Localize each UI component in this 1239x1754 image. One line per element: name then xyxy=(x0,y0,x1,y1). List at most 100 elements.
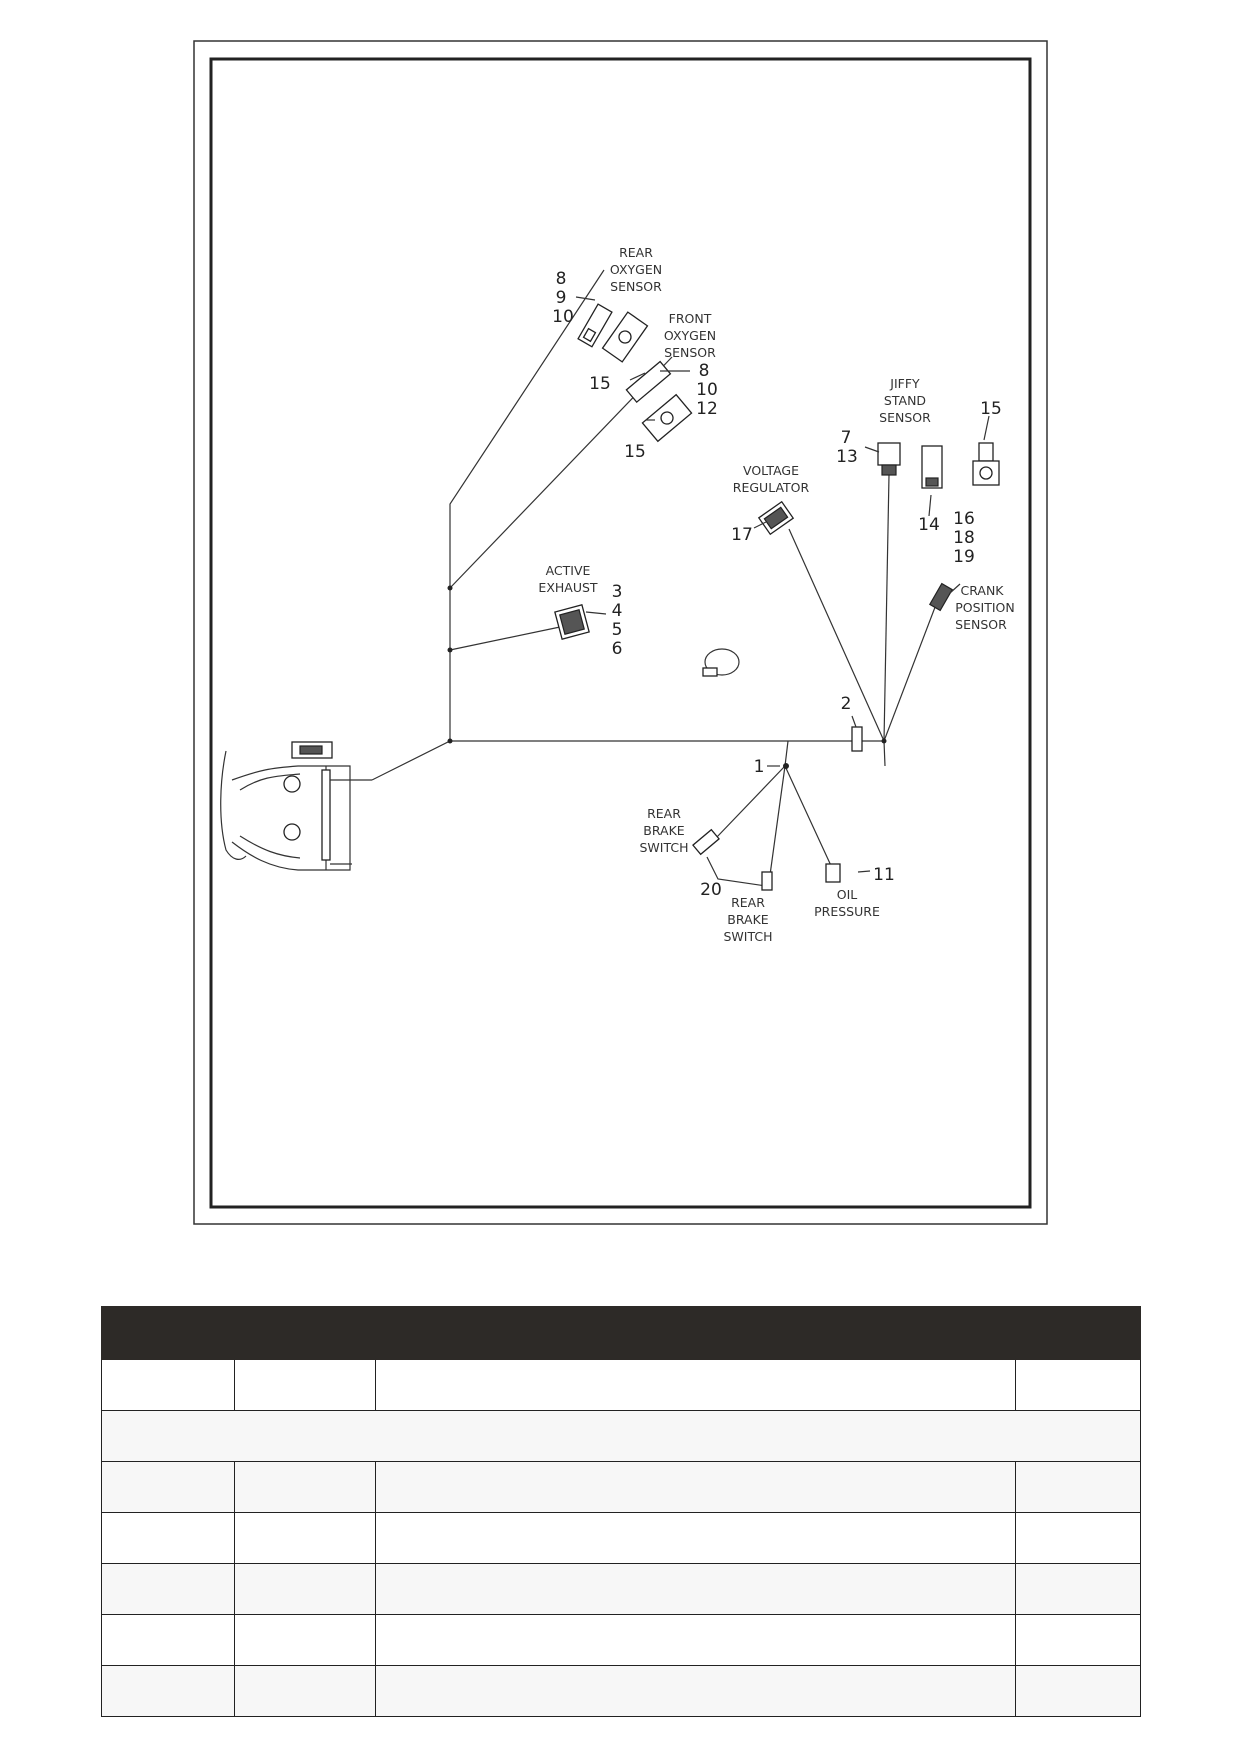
callout-jiffy-b: 13 xyxy=(836,447,858,467)
component-labels: REAR OXYGEN SENSOR FRONT OXYGEN SENSOR J… xyxy=(538,245,1014,944)
callout-jiffy-a: 7 xyxy=(841,428,852,448)
parts-table xyxy=(101,1306,1141,1717)
jiffy-stand-connector xyxy=(877,442,1000,489)
header-cell xyxy=(375,1306,1016,1360)
oil-pressure-connector xyxy=(825,863,841,883)
label-rear-brake-b-3: SWITCH xyxy=(723,929,772,944)
label-jiffy-1: JIFFY xyxy=(889,376,920,391)
table-cell xyxy=(1015,1461,1141,1513)
table-row xyxy=(101,1512,1141,1564)
table-cell xyxy=(375,1563,1016,1615)
header-cell xyxy=(1015,1306,1141,1360)
table-row xyxy=(101,1614,1141,1666)
label-rear-brake-b-2: BRAKE xyxy=(727,912,769,927)
table-cell xyxy=(101,1461,235,1513)
table-cell xyxy=(234,1359,376,1411)
table-cell xyxy=(375,1461,1016,1513)
cable-clip xyxy=(702,648,740,677)
front-oxygen-connector xyxy=(625,360,693,443)
callout-numbers: 8 9 10 15 8 10 12 15 7 13 14 15 16 18 19… xyxy=(552,269,1002,900)
label-oil-2: PRESSURE xyxy=(814,904,880,919)
callout-crank-b: 18 xyxy=(953,528,975,548)
header-cell xyxy=(234,1306,376,1360)
outer-frame xyxy=(193,40,1048,1225)
section-cell xyxy=(101,1410,1141,1462)
table-row xyxy=(101,1461,1141,1513)
table-cell xyxy=(1015,1563,1141,1615)
table-cell xyxy=(375,1359,1016,1411)
callout-rear-o2-c: 10 xyxy=(552,307,574,327)
label-oil-1: OIL xyxy=(837,887,858,902)
callout-exhaust-c: 5 xyxy=(612,620,623,640)
label-jiffy-2: STAND xyxy=(884,393,926,408)
table-cell xyxy=(101,1512,235,1564)
table-cell xyxy=(101,1614,235,1666)
callout-item-1: 1 xyxy=(754,757,765,777)
table-cell xyxy=(1015,1359,1141,1411)
frame-section-drawing xyxy=(220,741,372,871)
table-cell xyxy=(375,1665,1016,1717)
label-active-exhaust-2: EXHAUST xyxy=(538,580,597,595)
callout-item-20: 20 xyxy=(700,880,722,900)
active-exhaust-connector xyxy=(554,604,590,640)
table-cell xyxy=(101,1563,235,1615)
label-rear-brake-a-1: REAR xyxy=(647,806,681,821)
callout-front-o2-c: 12 xyxy=(696,399,718,419)
table-cell xyxy=(234,1614,376,1666)
callout-item-11: 11 xyxy=(873,865,895,885)
callout-voltage: 17 xyxy=(731,525,753,545)
label-jiffy-3: SENSOR xyxy=(879,410,931,425)
callout-crank-a: 16 xyxy=(953,509,975,529)
callout-exhaust-a: 3 xyxy=(612,582,623,602)
table-cell xyxy=(1015,1614,1141,1666)
callout-rear-o2-a: 8 xyxy=(556,269,567,289)
table-cell xyxy=(234,1563,376,1615)
voltage-regulator-connector xyxy=(757,500,795,536)
table-cell xyxy=(1015,1665,1141,1717)
label-rear-brake-a-3: SWITCH xyxy=(639,840,688,855)
table-row xyxy=(101,1359,1141,1411)
table-cell xyxy=(375,1512,1016,1564)
table-section-row xyxy=(101,1410,1141,1462)
label-rear-oxygen-2: OXYGEN xyxy=(610,262,662,277)
rear-brake-switch-connectors xyxy=(692,828,773,891)
label-rear-brake-b-1: REAR xyxy=(731,895,765,910)
table-cell xyxy=(101,1359,235,1411)
callout-top-right-cap: 15 xyxy=(980,399,1002,419)
label-rear-oxygen-3: SENSOR xyxy=(610,279,662,294)
callout-item-2: 2 xyxy=(841,694,852,714)
crank-position-connector xyxy=(928,582,954,612)
callout-front-o2-a: 8 xyxy=(699,361,710,381)
callout-exhaust-b: 4 xyxy=(612,601,623,621)
label-voltage-1: VOLTAGE xyxy=(743,463,799,478)
wiring-harness-diagram: REAR OXYGEN SENSOR FRONT OXYGEN SENSOR J… xyxy=(193,40,1048,1225)
callout-crank-c: 19 xyxy=(953,547,975,567)
table-cell xyxy=(375,1614,1016,1666)
label-rear-brake-a-2: BRAKE xyxy=(643,823,685,838)
label-voltage-2: REGULATOR xyxy=(733,480,810,495)
callout-jiffy-part: 14 xyxy=(918,515,940,535)
junction-nodes xyxy=(447,585,887,769)
table-row xyxy=(101,1563,1141,1615)
table-cell xyxy=(234,1512,376,1564)
table-row xyxy=(101,1665,1141,1717)
callout-rear-o2-cap: 15 xyxy=(589,374,611,394)
callout-exhaust-d: 6 xyxy=(612,639,623,659)
table-cell xyxy=(101,1665,235,1717)
inner-frame xyxy=(209,57,1032,1209)
callout-front-o2-b: 10 xyxy=(696,380,718,400)
table-cell xyxy=(234,1665,376,1717)
label-crank-2: POSITION xyxy=(955,600,1015,615)
callout-leaders xyxy=(575,296,990,873)
callout-front-o2-cap: 15 xyxy=(624,442,646,462)
item-2-connector xyxy=(851,726,863,752)
label-front-oxygen-3: SENSOR xyxy=(664,345,716,360)
rear-oxygen-connector xyxy=(577,303,649,363)
label-front-oxygen-1: FRONT xyxy=(669,311,712,326)
callout-rear-o2-b: 9 xyxy=(556,288,567,308)
label-front-oxygen-2: OXYGEN xyxy=(664,328,716,343)
table-cell xyxy=(1015,1512,1141,1564)
header-cell xyxy=(101,1306,235,1360)
label-crank-3: SENSOR xyxy=(955,617,1007,632)
label-crank-1: CRANK xyxy=(960,583,1004,598)
